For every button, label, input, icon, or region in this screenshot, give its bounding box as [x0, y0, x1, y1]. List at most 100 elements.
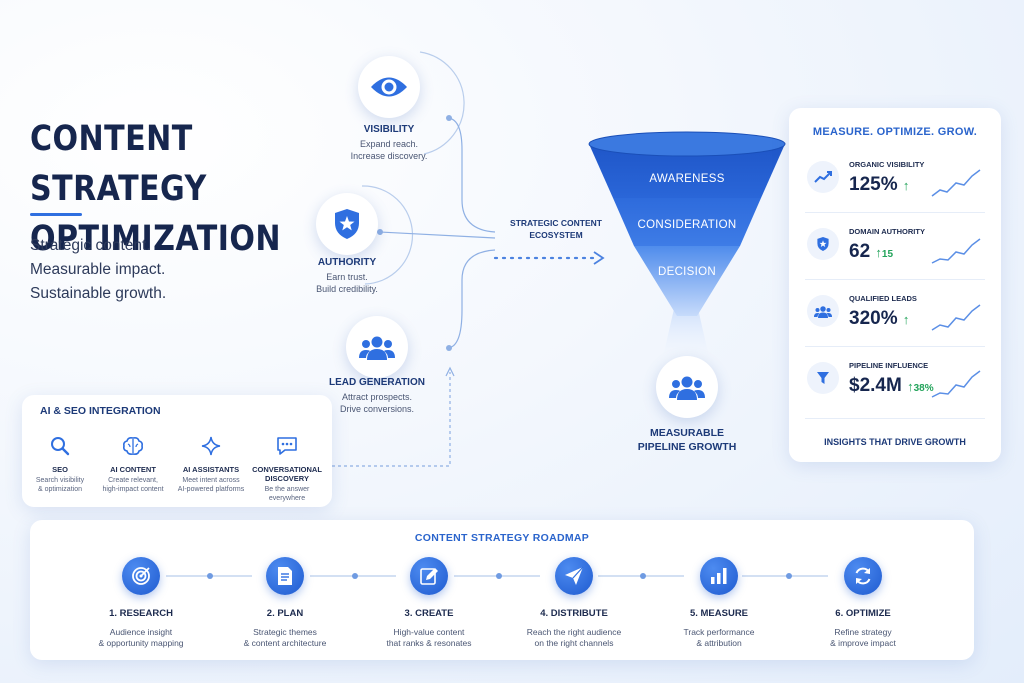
metric-value: $2.4M ↑38% [849, 375, 934, 397]
send-icon [565, 566, 584, 585]
ecosystem-label: STRATEGIC CONTENT ECOSYSTEM [490, 217, 622, 241]
ai-seo-item-name: SEO [52, 465, 68, 474]
step-icon-circle [555, 557, 593, 595]
step-name: 4. DISTRIBUTE [540, 608, 608, 619]
ecosystem-label-line: STRATEGIC CONTENT [510, 218, 602, 228]
eye-icon [371, 77, 407, 97]
pipeline-growth-icon [656, 356, 718, 418]
metric-icon [807, 161, 839, 193]
ai-seo-item-desc: Meet intent across AI-powered platforms [171, 476, 251, 494]
desc-line: & opportunity mapping [98, 638, 184, 648]
pillar-sub-line: Drive conversions. [339, 404, 415, 414]
metric-sparkline [931, 169, 981, 197]
step-name: 2. PLAN [266, 608, 304, 619]
tagline-line: Sustainable growth. [30, 285, 167, 302]
arrow-up-icon: ↑ [902, 178, 910, 193]
ai-seo-item-desc: Create relevant, high-impact content [93, 476, 173, 494]
refresh-icon [855, 567, 871, 585]
roadmap-panel [30, 520, 974, 660]
metric-value: 320% ↑ [849, 308, 909, 330]
sales-funnel [588, 131, 786, 316]
desc-line: Track performance [683, 627, 755, 637]
step-icon-circle [266, 557, 304, 595]
metric-divider [805, 346, 985, 347]
desc-line: Reach the right audience [526, 627, 622, 637]
desc-line: High-value content [393, 627, 465, 637]
pillar-sub-line: Earn trust. [326, 272, 368, 282]
step-icon-circle [122, 557, 160, 595]
step-name: 1. RESEARCH [109, 608, 173, 619]
tagline: Strategic content. Measurable impact. Su… [30, 234, 166, 306]
funnel-label-decision: DECISION [658, 266, 716, 278]
tagline-line: Strategic content. [30, 237, 151, 254]
metric-divider [805, 212, 985, 213]
authority-pillar-sub: Earn trust. Build credibility. [286, 271, 408, 295]
ai-seo-item-name: AI CONTENT [110, 465, 156, 474]
ai-seo-item-name: AI ASSISTANTS [182, 465, 240, 474]
metric-icon [807, 295, 839, 327]
target-icon [132, 567, 150, 585]
ai-seo-title: AI & SEO INTEGRATION [40, 405, 161, 417]
page-title-line1: CONTENT STRATEGY [30, 119, 207, 209]
ai-seo-item-desc: Be the answer everywhere [247, 485, 327, 503]
step-desc: Refine strategy & improve impact [793, 627, 933, 649]
lead-generation-pillar-sub: Attract prospects. Drive conversions. [318, 391, 436, 415]
ai-seo-item-desc: Search visibility & optimization [20, 476, 100, 494]
metric-divider [805, 279, 985, 280]
step-desc: Audience insight & opportunity mapping [71, 627, 211, 649]
metric-value: 62 ↑15 [849, 241, 893, 263]
metric-label: PIPELINE INFLUENCE [849, 361, 929, 370]
ai-seo-item-seo: SEO Search visibility & optimization [20, 436, 100, 494]
step-name: 3. CREATE [404, 608, 454, 619]
pillar-sub-line: Expand reach. [359, 139, 419, 149]
name-line: DISCOVERY [265, 474, 309, 483]
desc-line: Be the answer [264, 486, 310, 493]
funnel-stage-decision [634, 246, 740, 316]
pillar-sub-line: Attract prospects. [341, 392, 413, 402]
search-icon [51, 437, 70, 456]
people-icon [359, 336, 395, 360]
ecosystem-label-line: ECOSYSTEM [529, 230, 583, 240]
ai-seo-item-name: CONVERSATIONAL DISCOVERY [247, 465, 327, 483]
desc-line: Strategic themes [253, 627, 317, 637]
metric-sparkline [931, 370, 981, 398]
visibility-pillar-title: VISIBILITY [363, 124, 415, 135]
roadmap-connector-lines [166, 573, 828, 579]
bar-chart-icon [711, 568, 727, 584]
metric-delta: 15 [881, 249, 894, 260]
page-title-line2: OPTIMIZATION [30, 219, 281, 259]
pipeline-growth-line: PIPELINE GROWTH [637, 441, 737, 453]
step-icon-circle [700, 557, 738, 595]
roadmap-step-distribute: 4. DISTRIBUTE Reach the right audience o… [504, 557, 644, 649]
arrow-up-icon: ↑ [902, 312, 910, 327]
funnel-icon [817, 372, 829, 384]
desc-line: Meet intent across [182, 477, 240, 484]
metric-sparkline [931, 304, 981, 331]
roadmap-step-create: 3. CREATE High-value content that ranks … [359, 557, 499, 649]
roadmap-step-measure: 5. MEASURE Track performance & attributi… [649, 557, 789, 649]
funnel-label-consideration: CONSIDERATION [637, 219, 737, 231]
funnel-stage-awareness [589, 144, 785, 198]
metrics-footer: INSIGHTS THAT DRIVE GROWTH [824, 437, 966, 447]
pencil-icon [420, 568, 438, 585]
pillar-sub-line: Increase discovery. [350, 151, 428, 161]
ai-seo-item-ai-assistants: AI ASSISTANTS Meet intent across AI-powe… [171, 436, 251, 494]
desc-line: Search visibility [35, 477, 85, 484]
desc-line: that ranks & resonates [386, 638, 472, 648]
pipeline-growth-line: MEASURABLE [649, 427, 725, 439]
visibility-pillar-sub: Expand reach. Increase discovery. [328, 138, 450, 162]
authority-pillar-icon [316, 193, 378, 255]
desc-line: & optimization [38, 486, 82, 493]
funnel-stage-consideration [613, 198, 761, 246]
metric-value-text: 125% [849, 174, 898, 195]
roadmap-title: CONTENT STRATEGY ROADMAP [414, 532, 590, 544]
chat-icon [277, 437, 297, 455]
metric-icon [807, 362, 839, 394]
people-icon [814, 305, 832, 318]
metric-delta: 38% [913, 383, 934, 394]
desc-line: high-impact content [102, 486, 164, 493]
shield-star-icon [817, 237, 829, 251]
step-desc: Track performance & attribution [649, 627, 789, 649]
desc-line: on the right channels [534, 638, 614, 648]
